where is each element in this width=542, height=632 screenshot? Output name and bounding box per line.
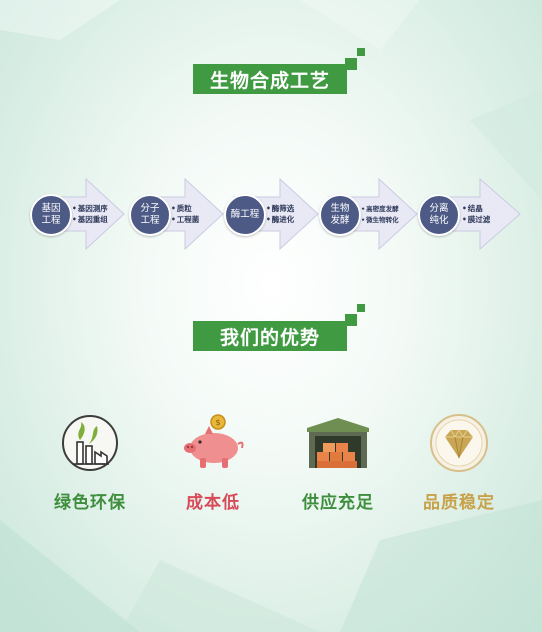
step-items: 质粒工程菌 [171,203,200,225]
advantages-title: 我们的优势 [193,321,347,351]
advantage-low-cost: $ 成本低 [158,412,268,513]
advantage-supply: 供应充足 [283,412,393,513]
step-items: 结晶膜过滤 [462,203,491,225]
advantage-label: 品质稳定 [423,493,495,513]
warehouse-icon [303,412,373,478]
diamond-icon [424,412,494,478]
step-circle: 分子工程 [129,194,171,236]
step-items: 高密度发酵微生物转化 [361,204,399,226]
factory-plant-icon [55,412,125,478]
step-items: 酶筛选酶进化 [266,203,295,225]
process-step-3: 酶工程 酶筛选酶进化 [220,175,320,253]
step-circle: 生物发酵 [319,194,361,236]
piggy-bank-icon: $ [178,412,248,478]
process-title: 生物合成工艺 [193,64,347,94]
advantage-quality: 品质稳定 [404,412,514,513]
step-circle: 基因工程 [30,194,72,236]
process-section-title: 生物合成工艺 [0,48,542,94]
advantages-section-title: 我们的优势 [0,304,542,351]
advantage-green: 绿色环保 [35,412,145,513]
advantage-label: 供应充足 [302,493,374,513]
svg-text:$: $ [215,418,220,427]
step-circle: 分离纯化 [418,194,460,236]
step-items: 基因测序基因重组 [72,203,108,225]
advantage-label: 绿色环保 [54,493,126,513]
advantage-label: 成本低 [186,493,240,513]
step-circle: 酶工程 [224,194,266,236]
